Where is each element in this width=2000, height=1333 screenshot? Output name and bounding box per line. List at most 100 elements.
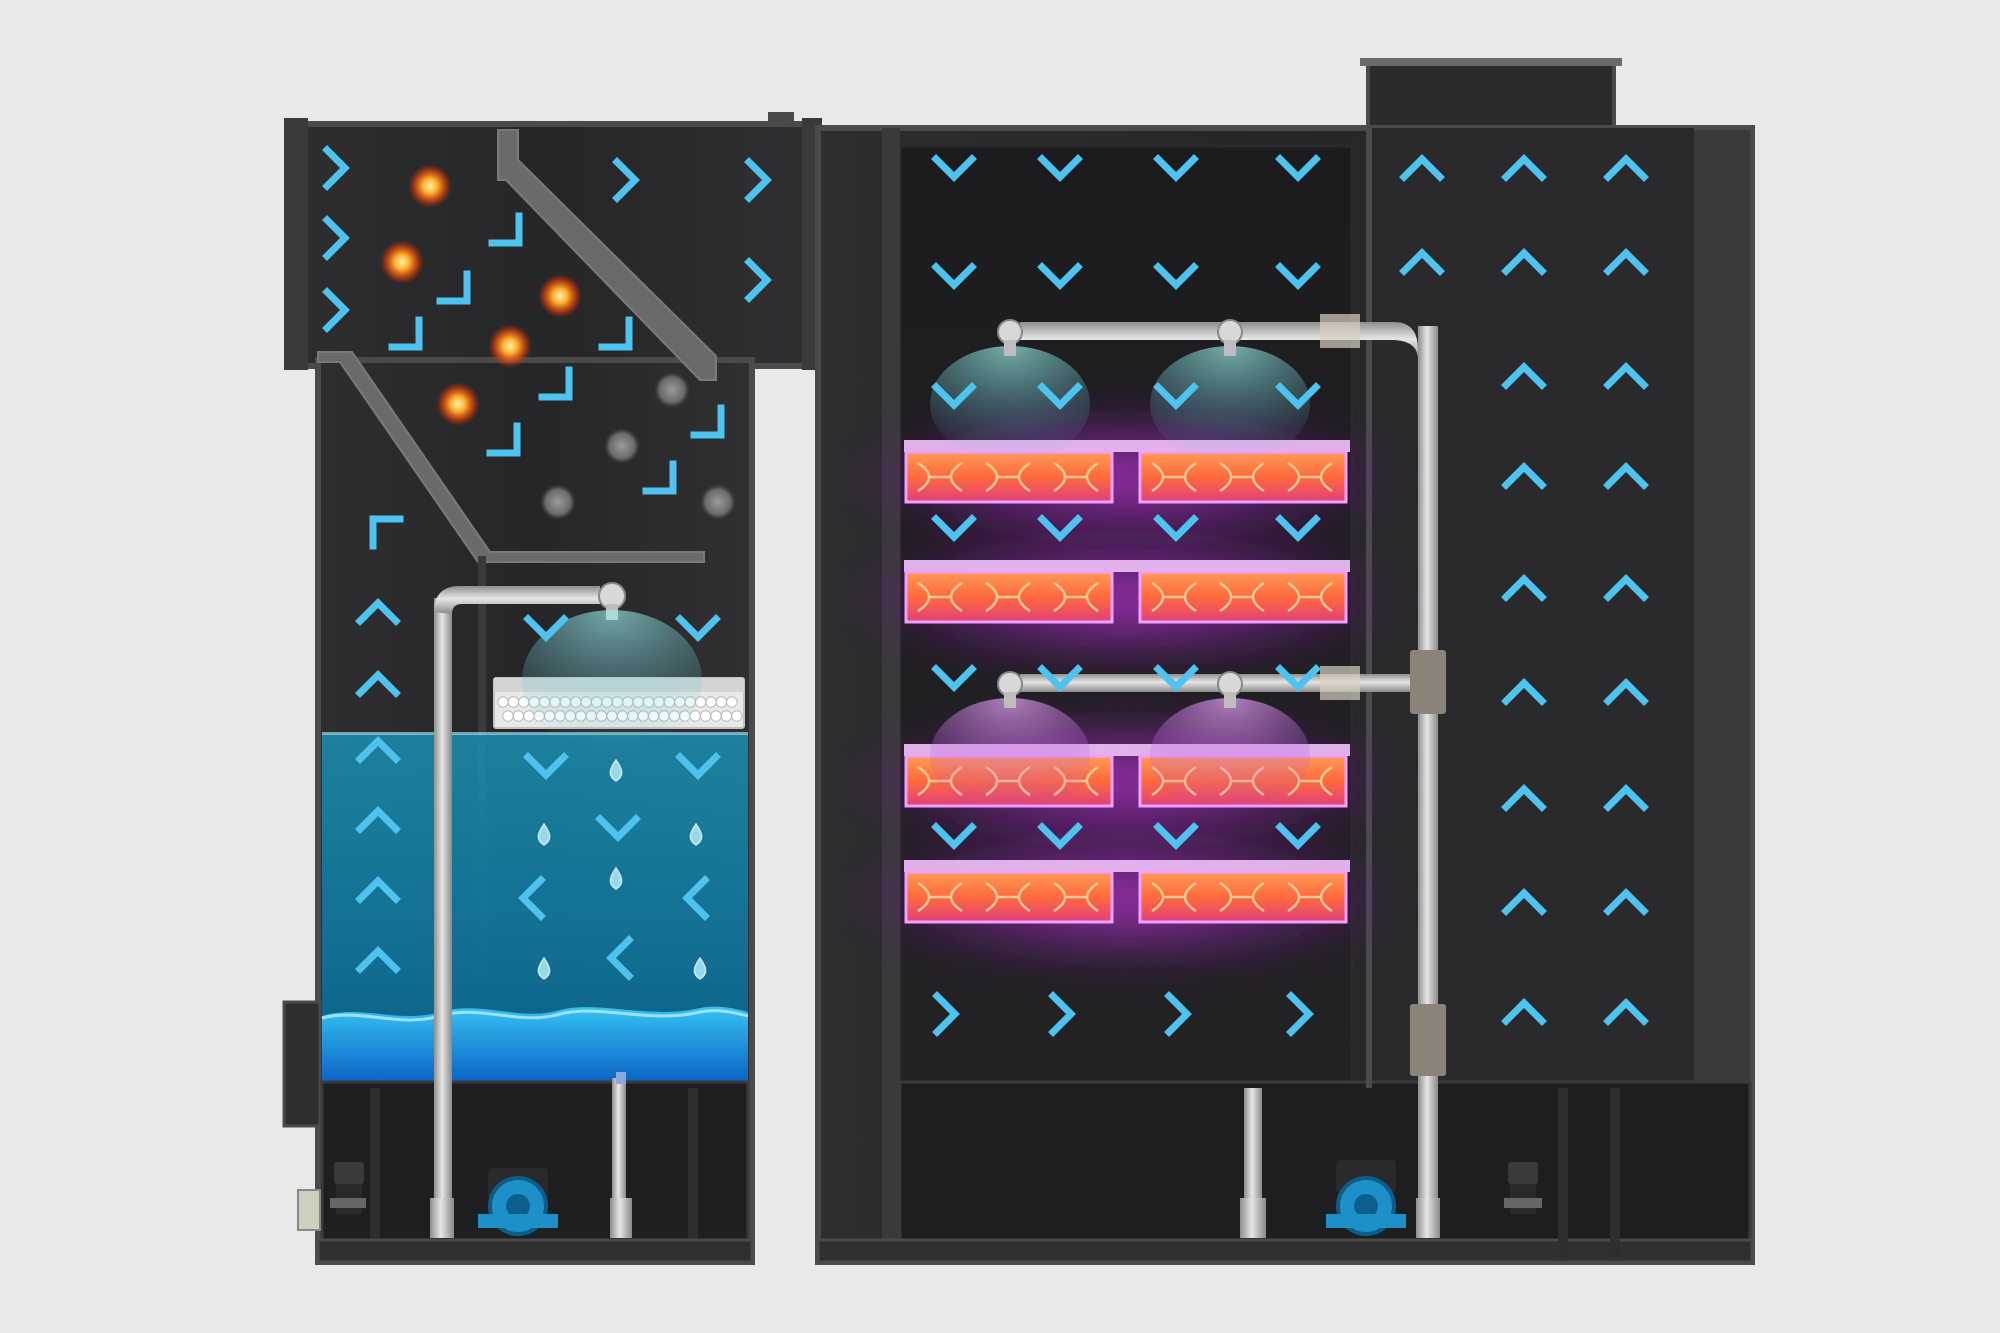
- chevron-arrow-icon: [931, 262, 977, 290]
- chevron-arrow-icon: [1275, 664, 1321, 692]
- chevron-arrow-icon: [322, 287, 350, 333]
- filter-pore: [720, 710, 733, 722]
- chevron-arrow-icon: [1037, 262, 1083, 290]
- chevron-arrow-icon: [1501, 462, 1547, 490]
- spark-particle-icon: [538, 274, 582, 318]
- spark-particle-icon: [380, 240, 424, 284]
- water-droplet-icon: [693, 956, 707, 980]
- base-rail-r1: [1558, 1088, 1568, 1258]
- chevron-arrow-icon: [486, 422, 521, 457]
- chevron-arrow-icon: [1603, 154, 1649, 182]
- water-droplet-icon: [537, 956, 551, 980]
- uv-lamp-filament: [1287, 881, 1333, 913]
- water-surface-line: [322, 732, 748, 735]
- return-pipe-elbow: [434, 586, 600, 614]
- chevron-arrow-icon: [931, 664, 977, 692]
- rack-shelf: [904, 860, 1350, 872]
- spray-nozzle-icon: [1150, 319, 1310, 462]
- chevron-arrow-icon: [595, 814, 641, 842]
- chevron-arrow-icon: [1603, 248, 1649, 276]
- chevron-arrow-icon: [1501, 678, 1547, 706]
- uv-lamp-filament: [917, 581, 963, 613]
- spark-particle-icon: [488, 324, 532, 368]
- chevron-arrow-icon: [1603, 888, 1649, 916]
- water-droplets: [537, 758, 707, 980]
- chevron-arrow-icon: [1603, 574, 1649, 602]
- uv-lamp-filament: [917, 461, 963, 493]
- uv-lamp-filament: [1053, 581, 1099, 613]
- chevron-arrow-icon: [1603, 784, 1649, 812]
- chevron-arrow-icon: [931, 154, 977, 182]
- chevron-arrow-icon: [1037, 822, 1083, 850]
- scrubber-tower: [282, 112, 822, 1265]
- base-rail-1: [370, 1088, 380, 1254]
- riser-pipe: [1418, 326, 1438, 1226]
- chevron-arrow-icon: [355, 736, 401, 764]
- chevron-arrow-icon: [523, 614, 569, 642]
- chevron-arrow-icon: [682, 875, 710, 921]
- chevron-arrow-icon: [355, 670, 401, 698]
- uv-lamp-rack-2: [904, 560, 1350, 624]
- pump-riser-pipe: [612, 1078, 626, 1198]
- baffle-channel: [497, 129, 717, 381]
- chevron-arrow-icon: [388, 316, 423, 351]
- chevron-arrow-icon: [598, 316, 633, 351]
- chevron-arrow-icon: [1501, 574, 1547, 602]
- chevron-arrow-icon: [1037, 154, 1083, 182]
- uv-lamp-filament: [1219, 581, 1265, 613]
- filter-pore: [726, 696, 738, 708]
- chevron-arrow-icon: [1399, 154, 1445, 182]
- chevron-arrow-icon: [1048, 991, 1076, 1037]
- chevron-arrow-icon: [523, 752, 569, 780]
- filter-pore: [507, 696, 520, 708]
- filter-pore: [715, 696, 728, 708]
- exhaust-stack: [1366, 60, 1616, 134]
- chevron-arrow-icon: [1275, 822, 1321, 850]
- inlet-duct: [285, 121, 821, 369]
- chevron-arrow-icon: [1603, 362, 1649, 390]
- spray-nozzle-icon: [1150, 671, 1310, 814]
- chevron-arrow-icon: [1275, 514, 1321, 542]
- chevron-arrow-icon: [931, 822, 977, 850]
- uv-lamp-filament: [1287, 581, 1333, 613]
- chevron-arrow-icon: [1603, 678, 1649, 706]
- water-droplet-icon: [537, 822, 551, 846]
- chevron-arrow-icon: [1275, 262, 1321, 290]
- chamber-bottom-rail: [816, 1238, 1754, 1264]
- riser-pipe-top-elbow: [1020, 322, 1418, 360]
- spray-mist: [930, 346, 1090, 462]
- uv-lamp-rack-1: [904, 440, 1350, 504]
- chevron-arrow-icon: [1153, 822, 1199, 850]
- uv-lamp-filament: [1151, 581, 1197, 613]
- uv-lamp-filament: [1219, 461, 1265, 493]
- chevron-arrow-icon: [436, 270, 471, 305]
- uv-lamp-filament: [985, 461, 1031, 493]
- chevron-arrow-icon: [1501, 248, 1547, 276]
- inlet-flange: [284, 118, 308, 370]
- filter-pore: [705, 696, 717, 708]
- chevron-arrow-icon: [1501, 784, 1547, 812]
- baffle-plate: [317, 351, 705, 563]
- spray-nozzle-icon: [930, 671, 1090, 814]
- chevron-arrow-icon: [1286, 991, 1314, 1037]
- chevron-arrow-icon: [1501, 362, 1547, 390]
- filter-pore: [710, 710, 722, 722]
- right-wall-panel: [1694, 130, 1750, 1256]
- chevron-arrow-icon: [322, 145, 350, 191]
- chevron-arrow-icon: [642, 460, 677, 495]
- water-pool: [322, 1006, 748, 1082]
- chevron-arrow-icon: [322, 215, 350, 261]
- chevron-arrow-icon: [690, 404, 725, 439]
- spark-particle-icon: [436, 382, 480, 426]
- uv-lamp-filament: [1053, 461, 1099, 493]
- dust-particle-icon: [604, 428, 640, 464]
- chevron-arrow-icon: [355, 806, 401, 834]
- chevron-arrow-icon: [538, 366, 573, 401]
- uv-lamp-filament: [917, 881, 963, 913]
- spray-mist: [1150, 346, 1310, 462]
- filter-pore: [731, 710, 743, 722]
- exhaust-stack-cap: [1360, 58, 1622, 66]
- spray-nozzle-icon: [930, 319, 1090, 462]
- chevron-arrow-icon: [744, 257, 772, 303]
